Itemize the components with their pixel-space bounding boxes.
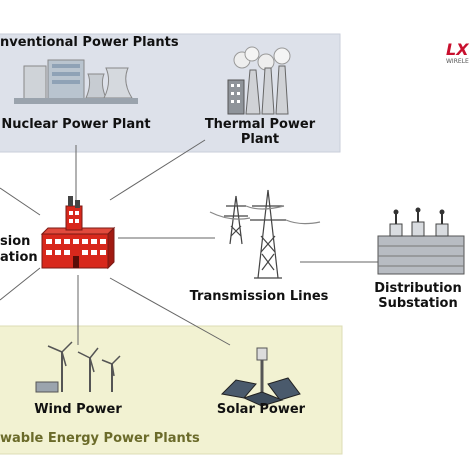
wind-power-label: Wind Power (34, 402, 122, 417)
transmission-lines-label: Transmission Lines (190, 289, 329, 304)
logo-subtext: WIRELE (446, 58, 469, 65)
connector-lines (0, 139, 378, 346)
distribution-substation-label-line2: Substation (378, 296, 458, 311)
transmission-substation-icon (40, 196, 116, 270)
wind-turbine-icon (35, 341, 121, 393)
solar-panel-icon (220, 347, 301, 407)
nuclear-plant-icon (14, 59, 138, 104)
renewable-plants-title: wable Energy Power Plants (0, 431, 200, 446)
logo-mark: LX (446, 40, 469, 59)
thermal-plant-icon (227, 46, 291, 115)
thermal-plant-label-line2: Plant (241, 132, 279, 147)
thermal-plant-label-line1: Thermal Power (205, 117, 316, 132)
solar-power-label: Solar Power (217, 402, 306, 417)
nuclear-plant-label: Nuclear Power Plant (1, 117, 150, 132)
conventional-plants-title: nventional Power Plants (0, 35, 179, 50)
distribution-substation-icon (377, 207, 465, 275)
transmission-substation-label-line1: sion (0, 234, 30, 249)
company-logo: LX WIRELE (446, 40, 469, 65)
transmission-tower-icon (209, 189, 321, 279)
distribution-substation-label-line1: Distribution (374, 281, 461, 296)
transmission-substation-label-line2: ation (0, 250, 38, 265)
